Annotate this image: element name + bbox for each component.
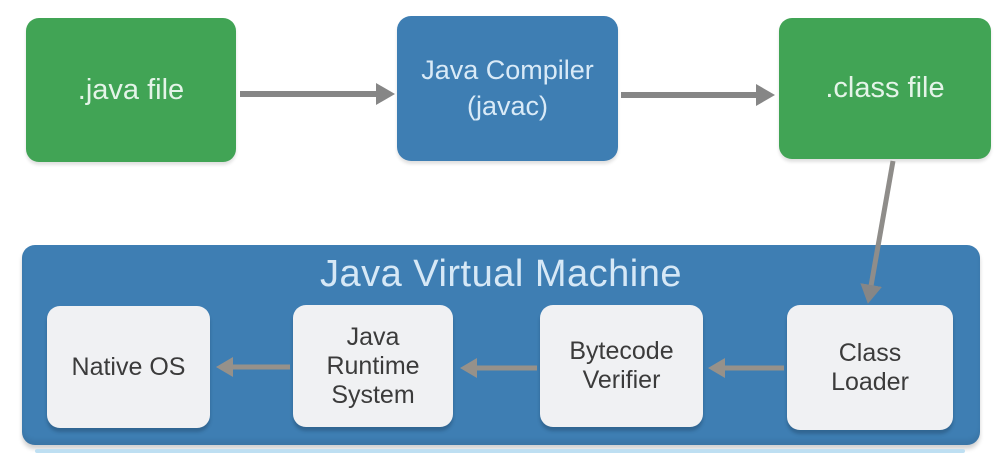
jvm-title: Java Virtual Machine: [319, 253, 683, 295]
bytecode-verifier-box: Bytecode Verifier: [540, 305, 703, 427]
native-os-box: Native OS: [47, 306, 210, 428]
verifier-label-line1: Bytecode: [569, 337, 674, 365]
native-os-label: Native OS: [71, 352, 186, 381]
java-file-box: .java file: [26, 18, 236, 162]
runtime-label-line2: Runtime: [326, 351, 420, 380]
class-file-box: .class file: [779, 18, 991, 159]
class-loader-box: Class Loader: [787, 305, 953, 430]
class-file-label: .class file: [825, 72, 945, 104]
verifier-label-line2: Verifier: [582, 366, 661, 394]
loader-label-line1: Class: [838, 338, 902, 367]
java-compiler-label-line1: Java Compiler: [421, 55, 594, 86]
java-compiler-box: Java Compiler (javac): [397, 16, 618, 161]
runtime-label-line3: System: [331, 380, 415, 409]
java-compiler-label-line2: (javac): [466, 90, 548, 121]
runtime-label-line1: Java: [346, 322, 400, 351]
jvm-bottom-highlight: [35, 449, 965, 453]
java-runtime-system-box: Java Runtime System: [293, 305, 453, 427]
loader-label-line2: Loader: [831, 367, 909, 396]
java-file-label: .java file: [77, 73, 185, 106]
